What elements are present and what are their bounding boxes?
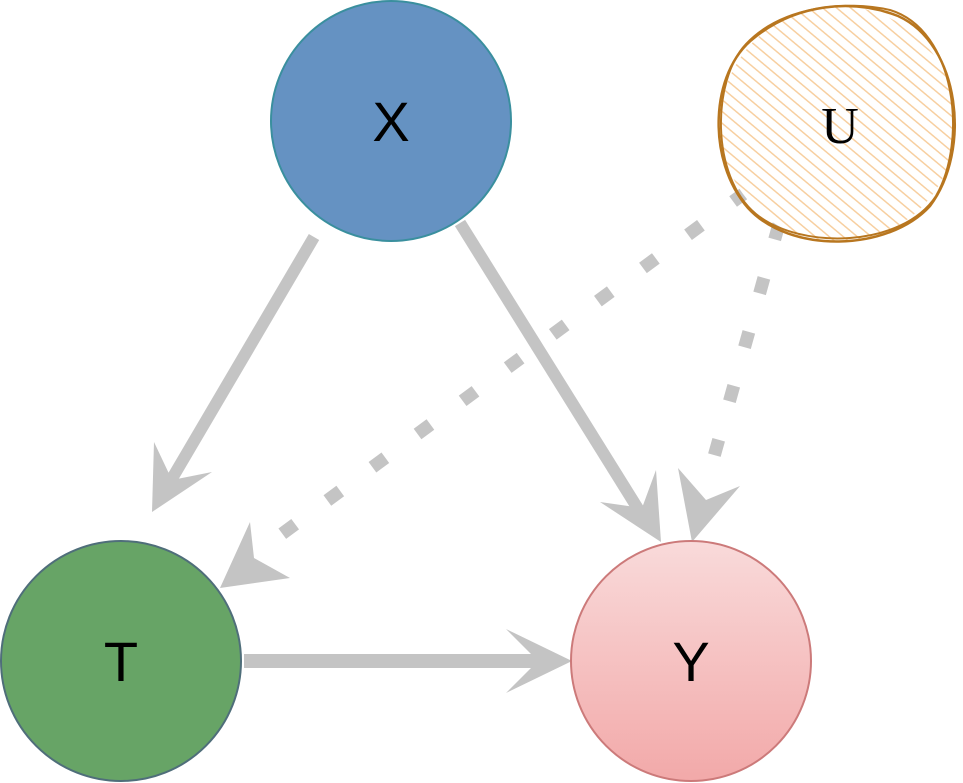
node-u-label: U — [821, 98, 859, 155]
node-x-circle — [270, 0, 512, 242]
node-t-label: T — [104, 630, 138, 693]
node-y-circle — [570, 540, 812, 782]
node-u-circle — [720, 6, 956, 242]
node-t[interactable]: T — [0, 540, 242, 782]
node-u[interactable]: U — [717, 4, 956, 243]
node-x[interactable]: X — [270, 0, 512, 242]
edge-t-to-y — [244, 629, 572, 693]
edge-x-to-y — [454, 219, 661, 542]
node-u-sketch-outline-2 — [719, 4, 954, 240]
node-y-label: Y — [672, 630, 709, 693]
node-x-label: X — [372, 90, 409, 153]
edge-u-to-y-dotted — [678, 222, 786, 542]
node-y[interactable]: Y — [570, 540, 812, 782]
edge-x-to-t — [152, 233, 320, 512]
node-t-circle — [0, 540, 242, 782]
edge-u-to-t-dotted — [220, 186, 750, 588]
